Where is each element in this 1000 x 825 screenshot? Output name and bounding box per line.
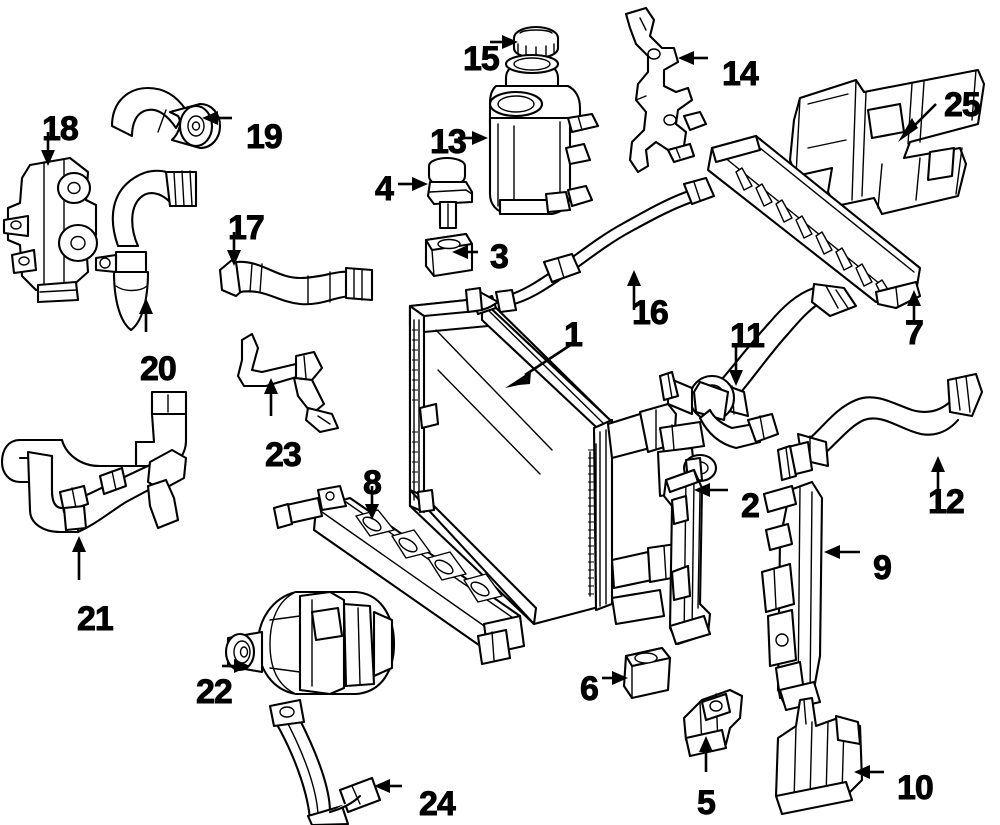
callout-5[interactable]: 5 bbox=[697, 784, 717, 822]
part-1-radiator bbox=[408, 294, 718, 626]
part-6-insulator-grommet bbox=[622, 646, 672, 700]
callout-21[interactable]: 21 bbox=[77, 600, 115, 638]
callout-16[interactable]: 16 bbox=[632, 294, 670, 332]
part-14-reservoir-bracket bbox=[624, 6, 708, 174]
callout-10[interactable]: 10 bbox=[897, 769, 935, 807]
callout-24[interactable]: 24 bbox=[419, 785, 457, 823]
part-25-tie-bar-cover bbox=[788, 68, 986, 216]
part-23-coolant-pipe-bracket bbox=[236, 332, 340, 434]
part-5-lower-support-bracket bbox=[682, 688, 744, 758]
part-15-reservoir-cap bbox=[512, 25, 560, 60]
callout-15[interactable]: 15 bbox=[463, 40, 501, 78]
part-21-heater-hose-assembly bbox=[0, 390, 188, 534]
callout-22[interactable]: 22 bbox=[196, 673, 234, 711]
part-20-inlet-hose-elbow bbox=[94, 169, 198, 332]
callout-17[interactable]: 17 bbox=[228, 209, 266, 247]
callout-7[interactable]: 7 bbox=[905, 314, 925, 352]
callout-20[interactable]: 20 bbox=[140, 350, 178, 388]
part-10-lower-side-baffle bbox=[774, 696, 864, 816]
callout-11[interactable]: 11 bbox=[730, 317, 766, 355]
part-19-water-outlet-hose bbox=[110, 86, 222, 150]
callout-6[interactable]: 6 bbox=[580, 670, 600, 708]
part-4-mounting-pin bbox=[426, 156, 474, 230]
part-16-coolant-vent-hose bbox=[464, 176, 716, 314]
callout-19[interactable]: 19 bbox=[246, 118, 284, 156]
part-12-lower-radiator-hose bbox=[776, 372, 984, 482]
callout-leaders bbox=[41, 35, 945, 793]
callout-8[interactable]: 8 bbox=[363, 464, 383, 502]
part-11-upper-radiator-hose bbox=[658, 282, 858, 450]
callout-9[interactable]: 9 bbox=[873, 549, 893, 587]
callout-23[interactable]: 23 bbox=[265, 436, 303, 474]
part-8-lower-air-deflector bbox=[272, 484, 526, 666]
part-9-side-air-deflector-right bbox=[760, 480, 824, 712]
callout-12[interactable]: 12 bbox=[928, 483, 966, 521]
part-22-auxiliary-water-pump bbox=[224, 590, 396, 696]
callout-1[interactable]: 1 bbox=[564, 316, 584, 354]
part-13-coolant-reservoir bbox=[488, 53, 600, 216]
callout-25[interactable]: 25 bbox=[944, 86, 982, 124]
part-3-grommet-upper bbox=[424, 232, 474, 278]
part-2-side-air-deflector bbox=[662, 468, 712, 646]
part-18-thermostat-housing bbox=[2, 156, 99, 304]
part-7-upper-tie-bar bbox=[706, 134, 922, 310]
callout-3[interactable]: 3 bbox=[490, 238, 510, 276]
callout-2[interactable]: 2 bbox=[741, 487, 761, 525]
part-24-retaining-strap bbox=[268, 698, 382, 825]
part-17-heater-hose bbox=[218, 258, 374, 306]
callout-18[interactable]: 18 bbox=[42, 110, 80, 148]
callout-4[interactable]: 4 bbox=[375, 170, 395, 208]
callout-13[interactable]: 13 bbox=[430, 123, 468, 161]
callout-14[interactable]: 14 bbox=[722, 55, 760, 93]
